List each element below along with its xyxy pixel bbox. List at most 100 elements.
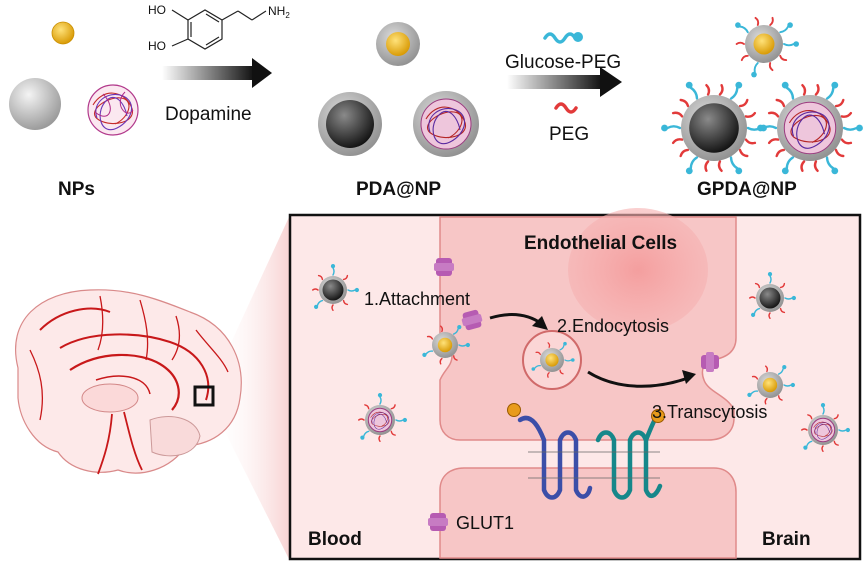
glucose-head <box>457 325 462 330</box>
nucleus <box>568 208 708 332</box>
peg-chain <box>317 274 324 281</box>
glucose-peg-chain <box>769 275 772 284</box>
peg-chain <box>833 440 839 446</box>
peg-chain <box>754 16 760 26</box>
glucose-head <box>791 295 796 301</box>
glucose-peg-chain <box>452 327 459 335</box>
peg-chain <box>769 16 774 26</box>
peg-chain <box>671 138 684 145</box>
glucose-head <box>845 427 850 433</box>
peg-chain <box>364 404 370 410</box>
dopamine-label: Dopamine <box>165 104 252 125</box>
stage-label-nps: NPs <box>58 179 95 200</box>
peg-chain <box>390 430 396 436</box>
pda-polymer-np <box>413 91 479 157</box>
peg-chain <box>439 325 444 333</box>
peg-chain <box>800 160 806 172</box>
glucose-peg-chain <box>784 297 793 300</box>
peg-chain <box>439 357 443 365</box>
glucose-head <box>735 167 743 175</box>
glucose-peg-chain <box>777 367 784 375</box>
peg-chain <box>738 148 749 158</box>
polymer-strand <box>814 422 832 440</box>
peg-chain <box>814 84 820 96</box>
peg-chain <box>559 369 564 375</box>
brain-illustration <box>15 289 242 475</box>
peg-chain <box>751 375 759 380</box>
gpda-silica-np <box>661 81 767 175</box>
polymer-strand <box>371 412 389 430</box>
peg-chain <box>718 84 724 96</box>
gpda-attached-gold <box>422 325 470 365</box>
glucose-head <box>781 167 789 175</box>
transcytosis-arrow <box>587 370 689 388</box>
glucose-peg-chain <box>689 86 699 100</box>
glucose-peg-chain <box>842 126 858 131</box>
peg-chain <box>426 335 434 340</box>
peg-chain <box>717 160 723 172</box>
peg-chain <box>748 296 756 299</box>
peg-chain <box>807 414 813 420</box>
peg-chain <box>834 148 845 158</box>
glucose-peg-chain <box>362 430 370 438</box>
gpda-gold-np <box>735 16 799 78</box>
glucose-head <box>803 445 808 450</box>
peg-chain <box>452 355 458 361</box>
molecule-nh2: NH2 <box>268 4 290 20</box>
peg-chain <box>679 148 690 158</box>
peg-chain <box>764 397 768 405</box>
glucose-peg-chain <box>838 429 847 432</box>
dark-core <box>322 279 344 301</box>
glucose-peg-chain <box>332 267 335 276</box>
glucose-peg-chain <box>666 125 682 130</box>
peg-label: PEG <box>549 124 589 145</box>
dark-core <box>689 103 739 153</box>
peg-chain <box>740 54 749 62</box>
glucose-peg-chain <box>559 344 565 351</box>
peg-chain <box>311 288 319 291</box>
peg-chain <box>833 414 839 420</box>
glucose-head <box>790 382 795 388</box>
glucose-peg-chain <box>729 86 739 100</box>
glucose-peg-chain <box>458 344 467 347</box>
glucose-peg-chain <box>534 364 541 369</box>
polymer-np <box>87 84 139 136</box>
stage-label-gpda: GPDA@NP <box>697 179 797 200</box>
glucose-head <box>422 352 427 357</box>
glucose-head <box>330 264 336 269</box>
peg-chain <box>800 428 808 431</box>
peg-chain <box>767 138 780 145</box>
glucose-head <box>820 403 826 408</box>
gpda-in-vesicle <box>531 341 575 378</box>
glut1-transporter <box>434 258 454 276</box>
glut1-transporter <box>701 352 719 372</box>
glucose-peg-chain <box>316 299 324 307</box>
glucose-peg-chain <box>564 359 572 362</box>
peg-chain <box>768 312 771 320</box>
glucose-peg-chain <box>805 440 813 448</box>
glucose-head <box>856 124 863 132</box>
peg-chain <box>768 62 774 72</box>
glucose-peg-chain <box>825 156 835 170</box>
peg-chain <box>779 54 788 62</box>
glucose-head <box>831 167 839 175</box>
zoom-box <box>193 385 215 407</box>
endothelial-cell-lower <box>439 467 737 559</box>
peg-chain <box>342 299 349 306</box>
gpda-brain-gold <box>747 365 795 405</box>
polymer-strand <box>791 111 830 149</box>
glucose-peg-chain <box>785 156 795 170</box>
glucose-head <box>685 81 693 89</box>
glucose-peg-chain <box>750 390 759 395</box>
glucose-head <box>377 393 383 398</box>
glucose-peg-chain <box>395 419 404 422</box>
transporter-teal <box>595 409 665 500</box>
gpda-blood-dark <box>311 264 359 312</box>
glucose-peg-chain <box>738 25 749 34</box>
molecule-oh-top: HO <box>148 3 166 17</box>
peg-chain <box>744 138 757 145</box>
glucose-head <box>747 392 752 397</box>
glucose-head <box>685 167 693 175</box>
glucose-head <box>465 342 470 348</box>
